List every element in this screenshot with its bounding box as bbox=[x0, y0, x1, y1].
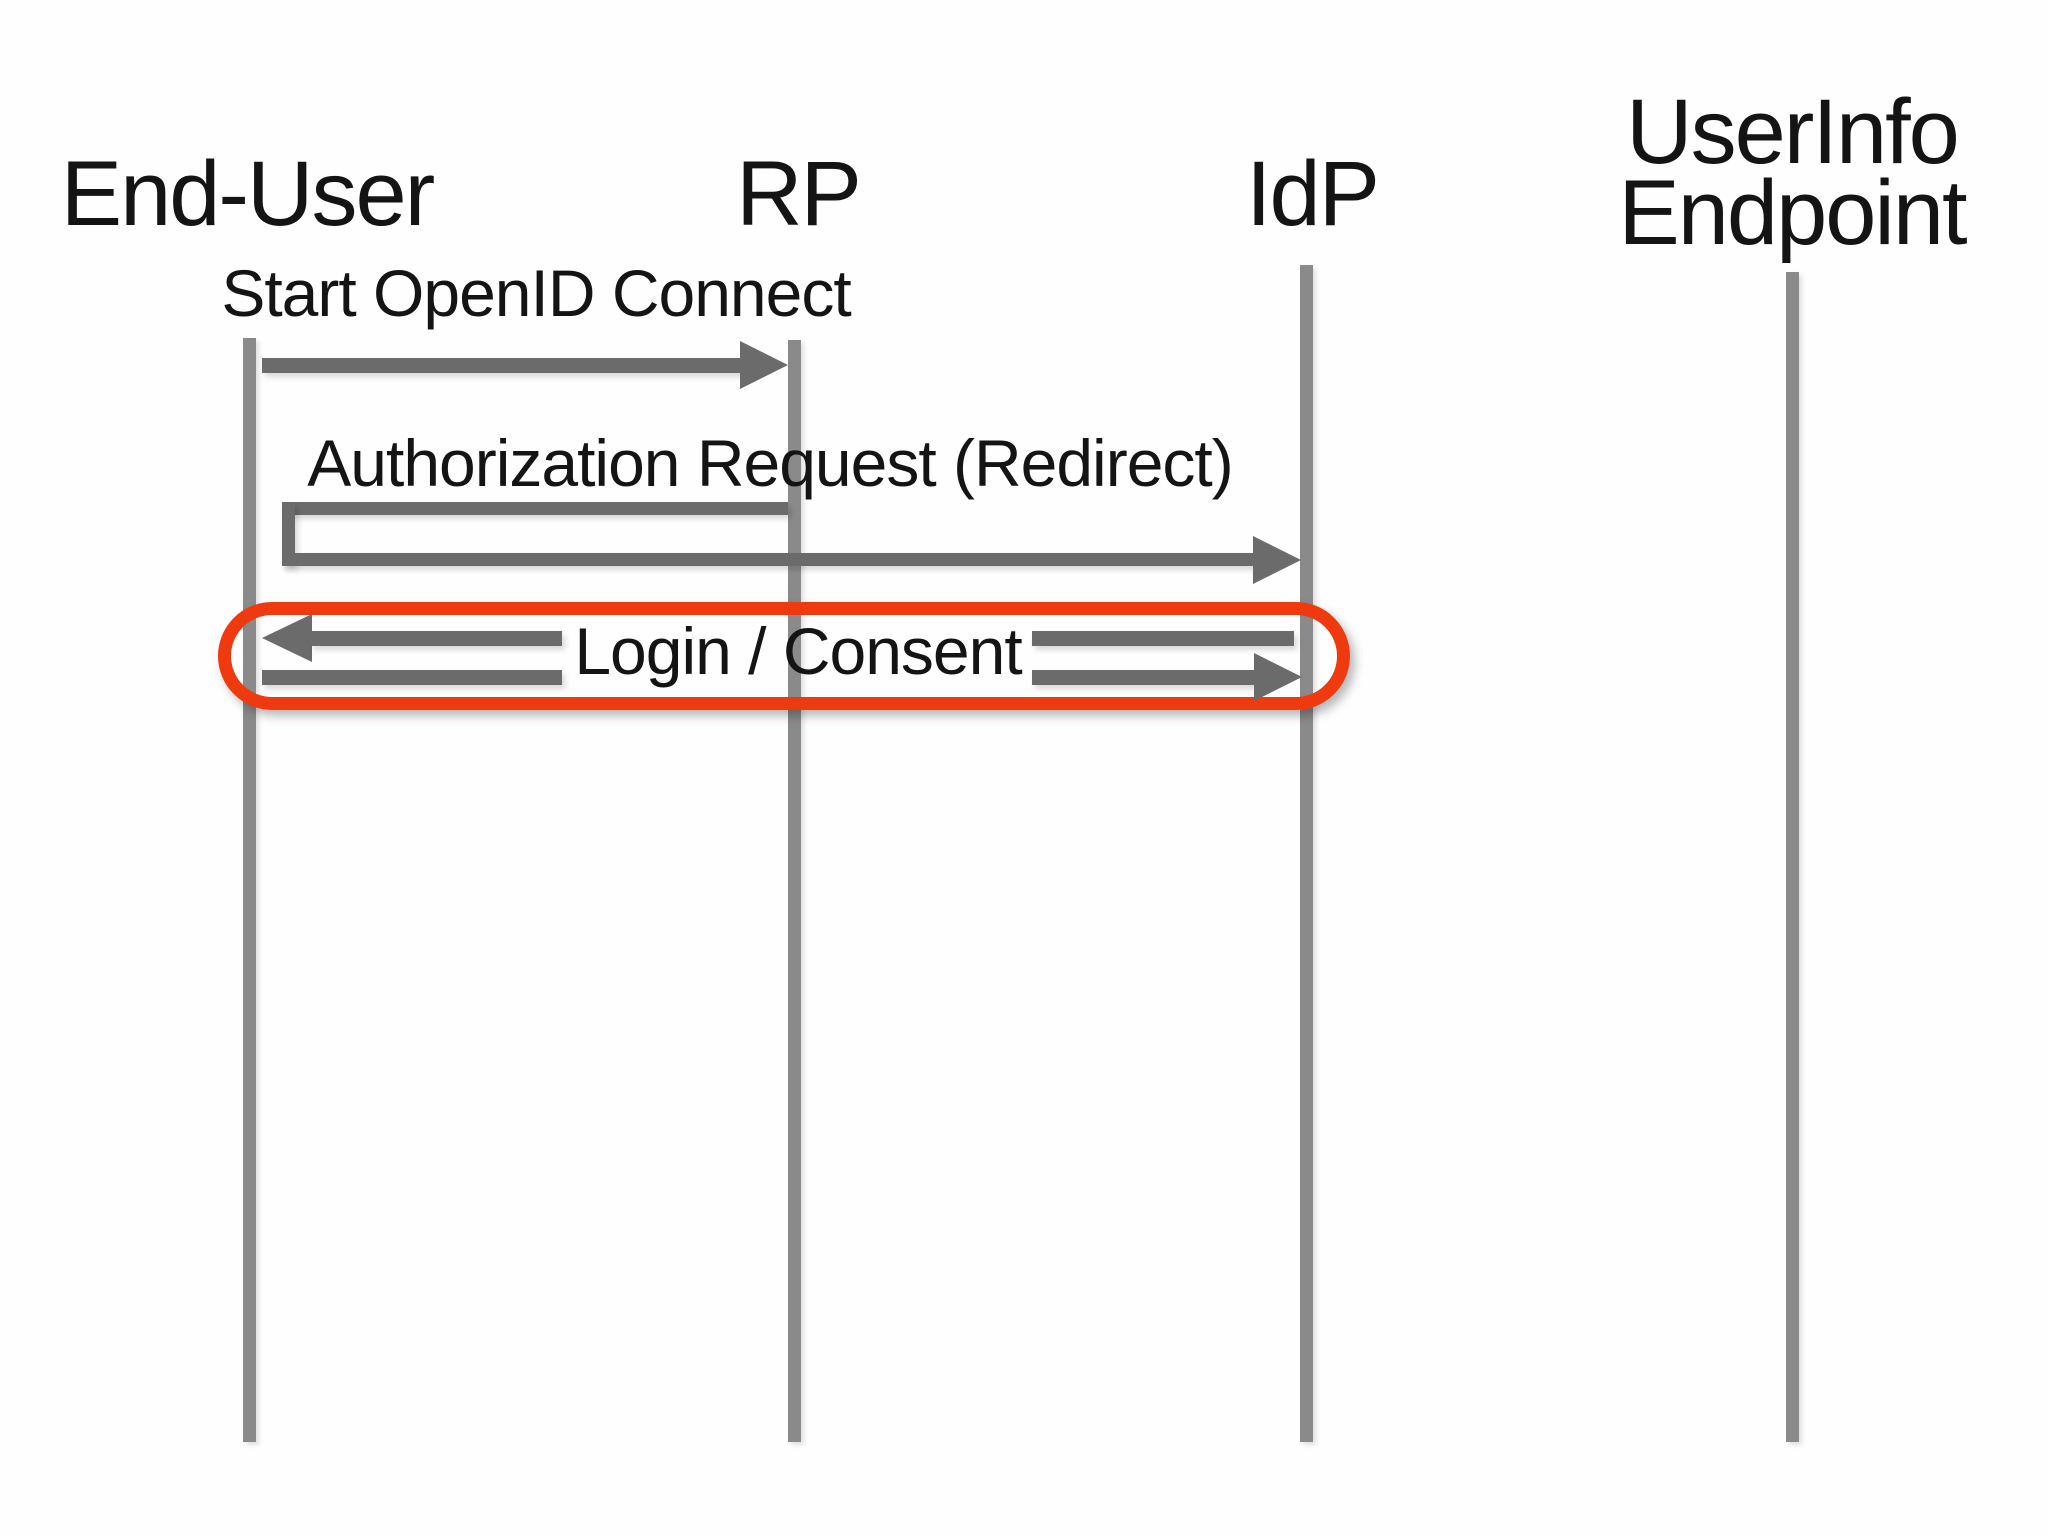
login-arrow-upper-shaft-right bbox=[1032, 631, 1294, 646]
actor-label-userinfo-line2: Endpoint bbox=[1618, 162, 1967, 264]
login-arrowhead-left-icon bbox=[262, 614, 312, 662]
start-arrowhead-right-icon bbox=[740, 341, 788, 389]
highlight-red-box bbox=[218, 602, 1350, 710]
message-label-authorization-request: Authorization Request (Redirect) bbox=[307, 426, 1233, 500]
login-arrow-upper-shaft-left bbox=[310, 631, 562, 646]
auth-redirect-bottom-bar bbox=[282, 553, 1255, 566]
message-label-login-consent: Login / Consent bbox=[574, 614, 1022, 688]
actor-label-rp: RP bbox=[736, 143, 862, 245]
start-arrow-shaft bbox=[262, 358, 742, 373]
lifeline-idp bbox=[1300, 265, 1313, 1442]
message-label-start-openid-connect: Start OpenID Connect bbox=[221, 256, 851, 330]
auth-redirect-connector bbox=[282, 502, 295, 566]
actor-label-userinfo-endpoint: UserInfo Endpoint bbox=[1618, 81, 1967, 264]
login-arrow-lower-shaft-left bbox=[262, 670, 562, 685]
lifeline-end-user bbox=[243, 338, 256, 1442]
login-arrow-lower-shaft-right bbox=[1032, 670, 1256, 685]
auth-redirect-top-bar bbox=[282, 502, 788, 515]
auth-arrowhead-right-icon bbox=[1253, 536, 1301, 584]
lifeline-userinfo-endpoint bbox=[1786, 272, 1799, 1442]
lifeline-rp bbox=[788, 340, 801, 1442]
actor-label-idp: IdP bbox=[1245, 143, 1380, 245]
login-arrowhead-right-icon bbox=[1254, 653, 1302, 701]
actor-label-userinfo-line1: UserInfo bbox=[1626, 81, 1960, 183]
actor-label-end-user: End-User bbox=[60, 143, 436, 245]
